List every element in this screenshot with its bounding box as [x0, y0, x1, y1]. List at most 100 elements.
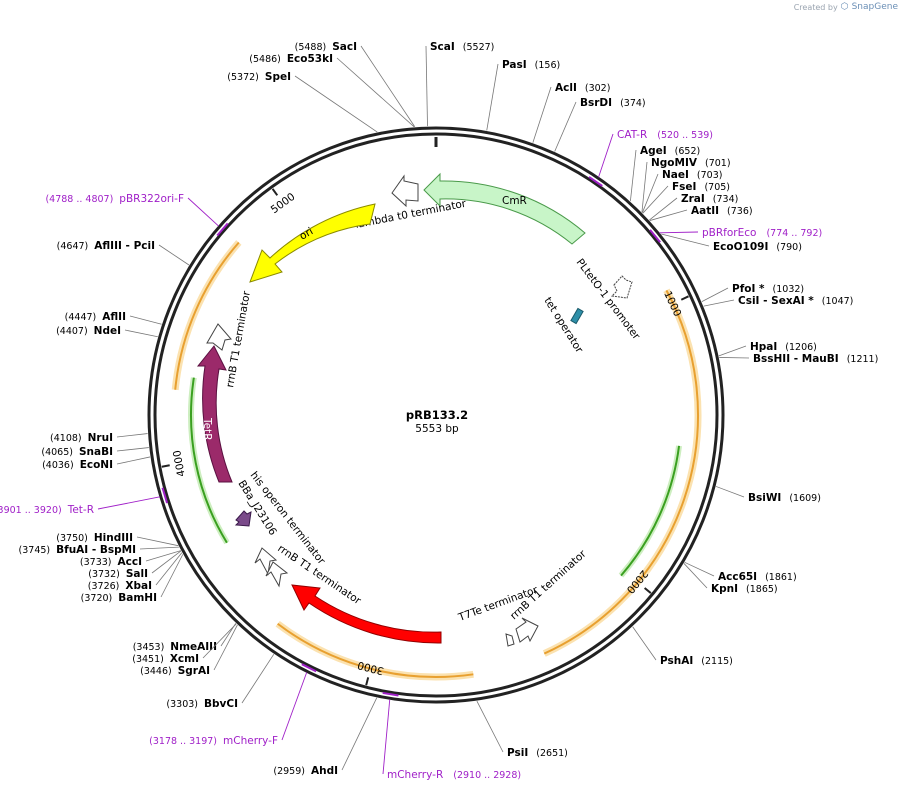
enzyme-site[interactable]: Eco53kI(5486) — [249, 53, 333, 65]
enzyme-site[interactable]: EcoNI(4036) — [42, 459, 113, 471]
enzyme-name[interactable]: HindIII — [94, 532, 133, 544]
enzyme-site[interactable]: AatII(736) — [691, 205, 753, 217]
enzyme-name[interactable]: SnaBI — [79, 446, 113, 458]
feature-pltet[interactable]: PLtetO-1 promoter — [574, 257, 643, 343]
enzyme-site[interactable]: AflIII - PciI(4647) — [57, 240, 155, 252]
feature-mcherry[interactable]: mCherry — [291, 584, 442, 650]
mcherry-arrow[interactable] — [291, 584, 442, 644]
enzyme-site[interactable]: SnaBI(4065) — [41, 446, 113, 458]
enzyme-name[interactable]: CsiI - SexAI * — [738, 295, 814, 307]
primer-name[interactable]: mCherry-R — [387, 769, 443, 781]
enzyme-site[interactable]: XbaI(3726) — [88, 580, 152, 592]
t7te-arrow[interactable] — [505, 633, 515, 647]
enzyme-site[interactable]: NgoMIV(701) — [651, 157, 731, 169]
primer-name[interactable]: pBR322ori-F — [119, 193, 184, 205]
enzyme-name[interactable]: ScaI — [430, 41, 455, 53]
enzyme-name[interactable]: BamHI — [118, 592, 157, 604]
enzyme-name[interactable]: XbaI — [125, 580, 152, 592]
enzyme-name[interactable]: AatII — [691, 205, 719, 217]
enzyme-name[interactable]: KpnI — [711, 583, 738, 595]
enzyme-name[interactable]: FseI — [672, 181, 696, 193]
enzyme-site[interactable]: NaeI(703) — [662, 169, 722, 181]
enzyme-name[interactable]: Eco53kI — [287, 53, 333, 65]
enzyme-site[interactable]: AflII(4447) — [65, 311, 126, 323]
enzyme-site[interactable]: HpaI(1206) — [750, 341, 817, 353]
enzyme-name[interactable]: BssHII - MauBI — [753, 353, 839, 365]
enzyme-site[interactable]: NdeI(4407) — [56, 325, 121, 337]
enzyme-name[interactable]: AgeI — [640, 145, 667, 157]
enzyme-site[interactable]: CsiI - SexAI *(1047) — [738, 295, 853, 307]
enzyme-name[interactable]: NruI — [88, 432, 113, 444]
enzyme-name[interactable]: AflII — [102, 311, 126, 323]
enzyme-site[interactable]: KpnI(1865) — [711, 583, 778, 595]
primer-name[interactable]: mCherry-F — [223, 735, 278, 747]
primer-site[interactable]: mCherry-F(3178 .. 3197) — [149, 735, 278, 747]
enzyme-name[interactable]: SalI — [126, 568, 148, 580]
primer-site[interactable]: pBR322ori-F(4788 .. 4807) — [45, 193, 184, 205]
enzyme-name[interactable]: BsiWI — [748, 492, 781, 504]
enzyme-site[interactable]: AhdI(2959) — [273, 765, 338, 777]
enzyme-name[interactable]: PasI — [502, 59, 527, 71]
enzyme-name[interactable]: BbvCI — [204, 698, 238, 710]
enzyme-site[interactable]: PfoI *(1032) — [732, 283, 804, 295]
enzyme-name[interactable]: NgoMIV — [651, 157, 698, 169]
enzyme-name[interactable]: AccI — [118, 556, 142, 568]
enzyme-site[interactable]: BfuAI - BspMI(3745) — [19, 544, 136, 556]
enzyme-site[interactable]: BsiWI(1609) — [748, 492, 821, 504]
enzyme-name[interactable]: SpeI — [265, 71, 291, 83]
enzyme-name[interactable]: SgrAI — [178, 665, 210, 677]
feature-tet-operator[interactable]: tet operator — [541, 295, 585, 356]
primer-site[interactable]: CAT-R(520 .. 539) — [617, 129, 713, 141]
enzyme-name[interactable]: NdeI — [94, 325, 121, 337]
enzyme-site[interactable]: BssHII - MauBI(1211) — [753, 353, 878, 365]
enzyme-name[interactable]: NaeI — [662, 169, 689, 181]
enzyme-site[interactable]: ZraI(734) — [681, 193, 738, 205]
enzyme-site[interactable]: AclI(302) — [555, 82, 610, 94]
tet-operator-box[interactable] — [570, 307, 584, 325]
enzyme-name[interactable]: AclI — [555, 82, 577, 94]
feature-ori[interactable]: ori — [249, 203, 376, 283]
pltet-arrow[interactable] — [610, 275, 633, 299]
enzyme-site[interactable]: PshAI(2115) — [660, 655, 733, 667]
primer-site[interactable]: pBRforEco(774 .. 792) — [702, 227, 822, 239]
enzyme-name[interactable]: AflIII - PciI — [94, 240, 155, 252]
enzyme-name[interactable]: BsrDI — [580, 97, 612, 109]
ori-arrow[interactable] — [249, 203, 376, 283]
primer-site[interactable]: Tet-R(3901 .. 3920) — [0, 504, 94, 516]
enzyme-name[interactable]: PshAI — [660, 655, 693, 667]
cmr-arrow[interactable] — [423, 172, 586, 245]
enzyme-name[interactable]: SacI — [332, 41, 357, 53]
enzyme-site[interactable]: BsrDI(374) — [580, 97, 646, 109]
bba-arrow[interactable] — [234, 510, 252, 527]
enzyme-site[interactable]: ScaI(5527) — [430, 41, 494, 53]
enzyme-site[interactable]: NruI(4108) — [50, 432, 113, 444]
enzyme-site[interactable]: SalI(3732) — [88, 568, 148, 580]
enzyme-name[interactable]: NmeAIII — [170, 641, 217, 653]
enzyme-name[interactable]: EcoO109I — [713, 241, 768, 253]
enzyme-site[interactable]: AgeI(652) — [640, 145, 700, 157]
enzyme-site[interactable]: FseI(705) — [672, 181, 730, 193]
enzyme-site[interactable]: AccI(3733) — [80, 556, 142, 568]
enzyme-name[interactable]: PsiI — [507, 747, 528, 759]
enzyme-site[interactable]: SpeI(5372) — [227, 71, 291, 83]
lambda-t0-arrow[interactable] — [391, 174, 419, 208]
feature-tetr[interactable]: TetR — [196, 345, 233, 483]
enzyme-name[interactable]: XcmI — [170, 653, 199, 665]
feature-cmr[interactable]: CmR — [423, 172, 586, 245]
enzyme-site[interactable]: XcmI(3451) — [132, 653, 199, 665]
primer-name[interactable]: pBRforEco — [702, 227, 756, 239]
enzyme-site[interactable]: EcoO109I(790) — [713, 241, 802, 253]
enzyme-site[interactable]: HindIII(3750) — [56, 532, 133, 544]
enzyme-name[interactable]: BfuAI - BspMI — [56, 544, 136, 556]
enzyme-site[interactable]: BamHI(3720) — [81, 592, 157, 604]
enzyme-site[interactable]: NmeAIII(3453) — [133, 641, 217, 653]
enzyme-name[interactable]: PfoI * — [732, 283, 765, 295]
enzyme-site[interactable]: Acc65I(1861) — [718, 571, 797, 583]
primer-name[interactable]: CAT-R — [617, 129, 647, 141]
rrnb-lower-arrow[interactable] — [265, 561, 289, 588]
enzyme-site[interactable]: PsiI(2651) — [507, 747, 568, 759]
enzyme-name[interactable]: AhdI — [311, 765, 338, 777]
primer-name[interactable]: Tet-R — [67, 504, 94, 516]
enzyme-name[interactable]: EcoNI — [80, 459, 113, 471]
enzyme-site[interactable]: SgrAI(3446) — [140, 665, 210, 677]
